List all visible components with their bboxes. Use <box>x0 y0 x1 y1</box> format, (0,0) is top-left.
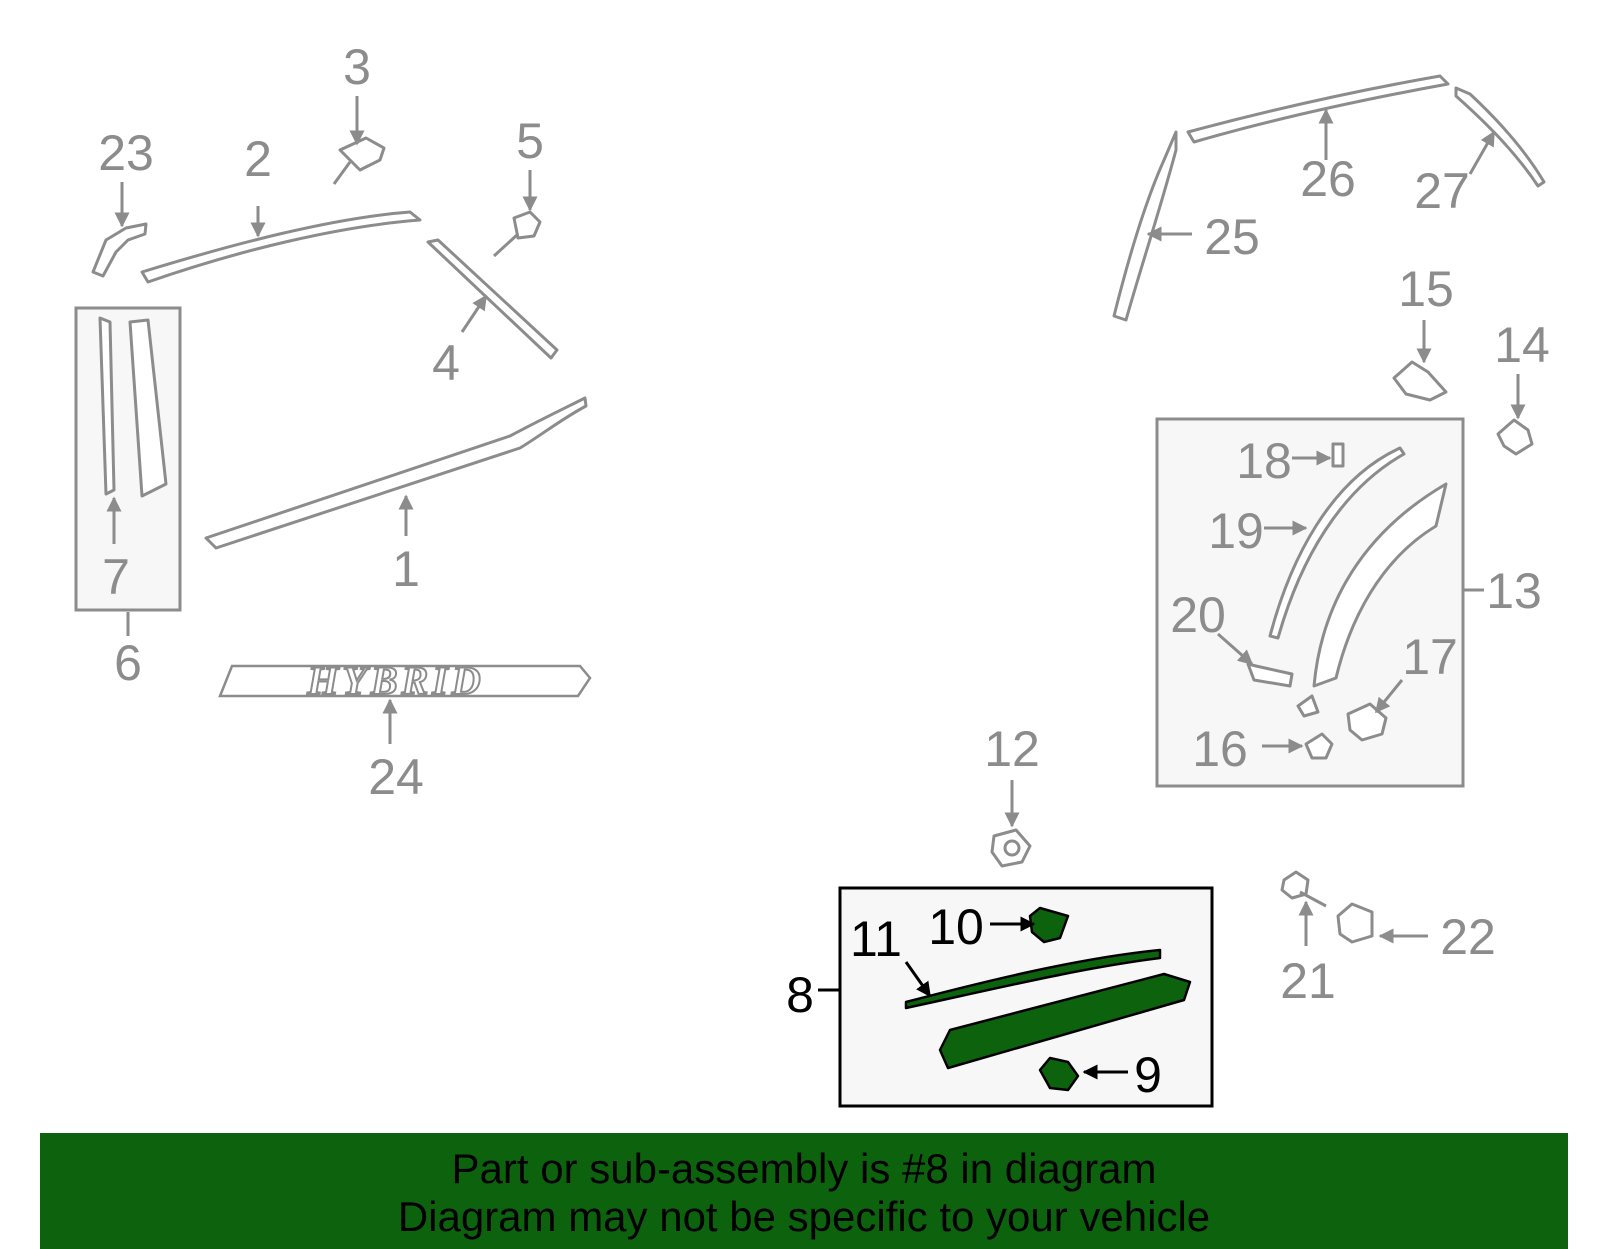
callout-7: 7 <box>102 549 130 605</box>
part-7-garnish <box>98 316 116 496</box>
callout-11: 11 <box>850 911 902 967</box>
part-4-strip <box>426 238 559 360</box>
callout-23: 23 <box>98 125 154 181</box>
arrow-20 <box>1217 632 1254 666</box>
callout-8[interactable]: 8 <box>786 967 814 1023</box>
part-1-molding <box>204 396 588 550</box>
callout-12: 12 <box>984 721 1040 777</box>
callout-3: 3 <box>343 39 371 95</box>
part-26-molding <box>1186 74 1450 144</box>
callout-22: 22 <box>1440 909 1496 965</box>
arrow-4 <box>460 294 488 333</box>
group-box-13 <box>1155 417 1465 788</box>
callout-13: 13 <box>1486 563 1542 619</box>
part-27-strip <box>1454 86 1546 188</box>
part-2-molding <box>140 210 422 284</box>
part-22-bracket <box>1336 902 1374 944</box>
callout-14: 14 <box>1494 317 1550 373</box>
callout-16: 16 <box>1192 721 1248 777</box>
arrow-27 <box>1468 130 1496 175</box>
part-12-nut <box>990 828 1032 868</box>
callout-21: 21 <box>1280 953 1336 1009</box>
part-15-clip <box>1392 360 1448 402</box>
part-6-garnish <box>128 318 168 498</box>
callout-24: 24 <box>368 749 424 805</box>
part-23-trim <box>91 222 148 278</box>
callout-17: 17 <box>1402 629 1458 685</box>
callout-19: 19 <box>1208 503 1264 559</box>
part-3-clip <box>332 136 386 185</box>
callout-5: 5 <box>516 113 544 169</box>
callout-10: 10 <box>928 899 984 955</box>
part-14-clip <box>1496 418 1534 456</box>
part-24-emblem: HYBRID <box>218 657 592 704</box>
part-13-wheel-arch <box>1312 482 1448 688</box>
part-18-pad <box>1331 442 1345 468</box>
part-21-bolt <box>1280 870 1327 908</box>
callout-9: 9 <box>1134 1047 1162 1103</box>
part-5-clip <box>492 210 542 258</box>
callout-15: 15 <box>1398 261 1454 317</box>
callout-18: 18 <box>1236 433 1292 489</box>
part-25-strip <box>1112 130 1178 322</box>
info-banner: Part or sub-assembly is #8 in diagram Di… <box>40 1133 1568 1249</box>
callout-2: 2 <box>244 131 272 187</box>
arrow-17 <box>1374 679 1404 714</box>
part-20-bolt <box>1246 662 1294 688</box>
part-8-rocker-molding <box>938 972 1192 1070</box>
callout-26: 26 <box>1300 151 1356 207</box>
part-10-clip <box>1028 906 1070 944</box>
callout-1: 1 <box>392 541 420 597</box>
banner-line-1: Part or sub-assembly is #8 in diagram <box>451 1145 1157 1192</box>
banner-line-2: Diagram may not be specific to your vehi… <box>397 1193 1211 1240</box>
callout-27: 27 <box>1414 163 1470 219</box>
part-19-molding <box>1268 446 1406 640</box>
part-11-strip <box>904 948 1162 1010</box>
callout-25: 25 <box>1204 209 1260 265</box>
part-9-clip <box>1038 1056 1080 1092</box>
part-16-clip <box>1304 732 1334 760</box>
callout-20: 20 <box>1170 587 1226 643</box>
part-13-tab <box>1296 694 1320 718</box>
arrow-11 <box>904 961 932 998</box>
callout-6: 6 <box>114 635 142 691</box>
callout-4: 4 <box>432 335 460 391</box>
hybrid-emblem-text: HYBRID <box>306 658 484 703</box>
